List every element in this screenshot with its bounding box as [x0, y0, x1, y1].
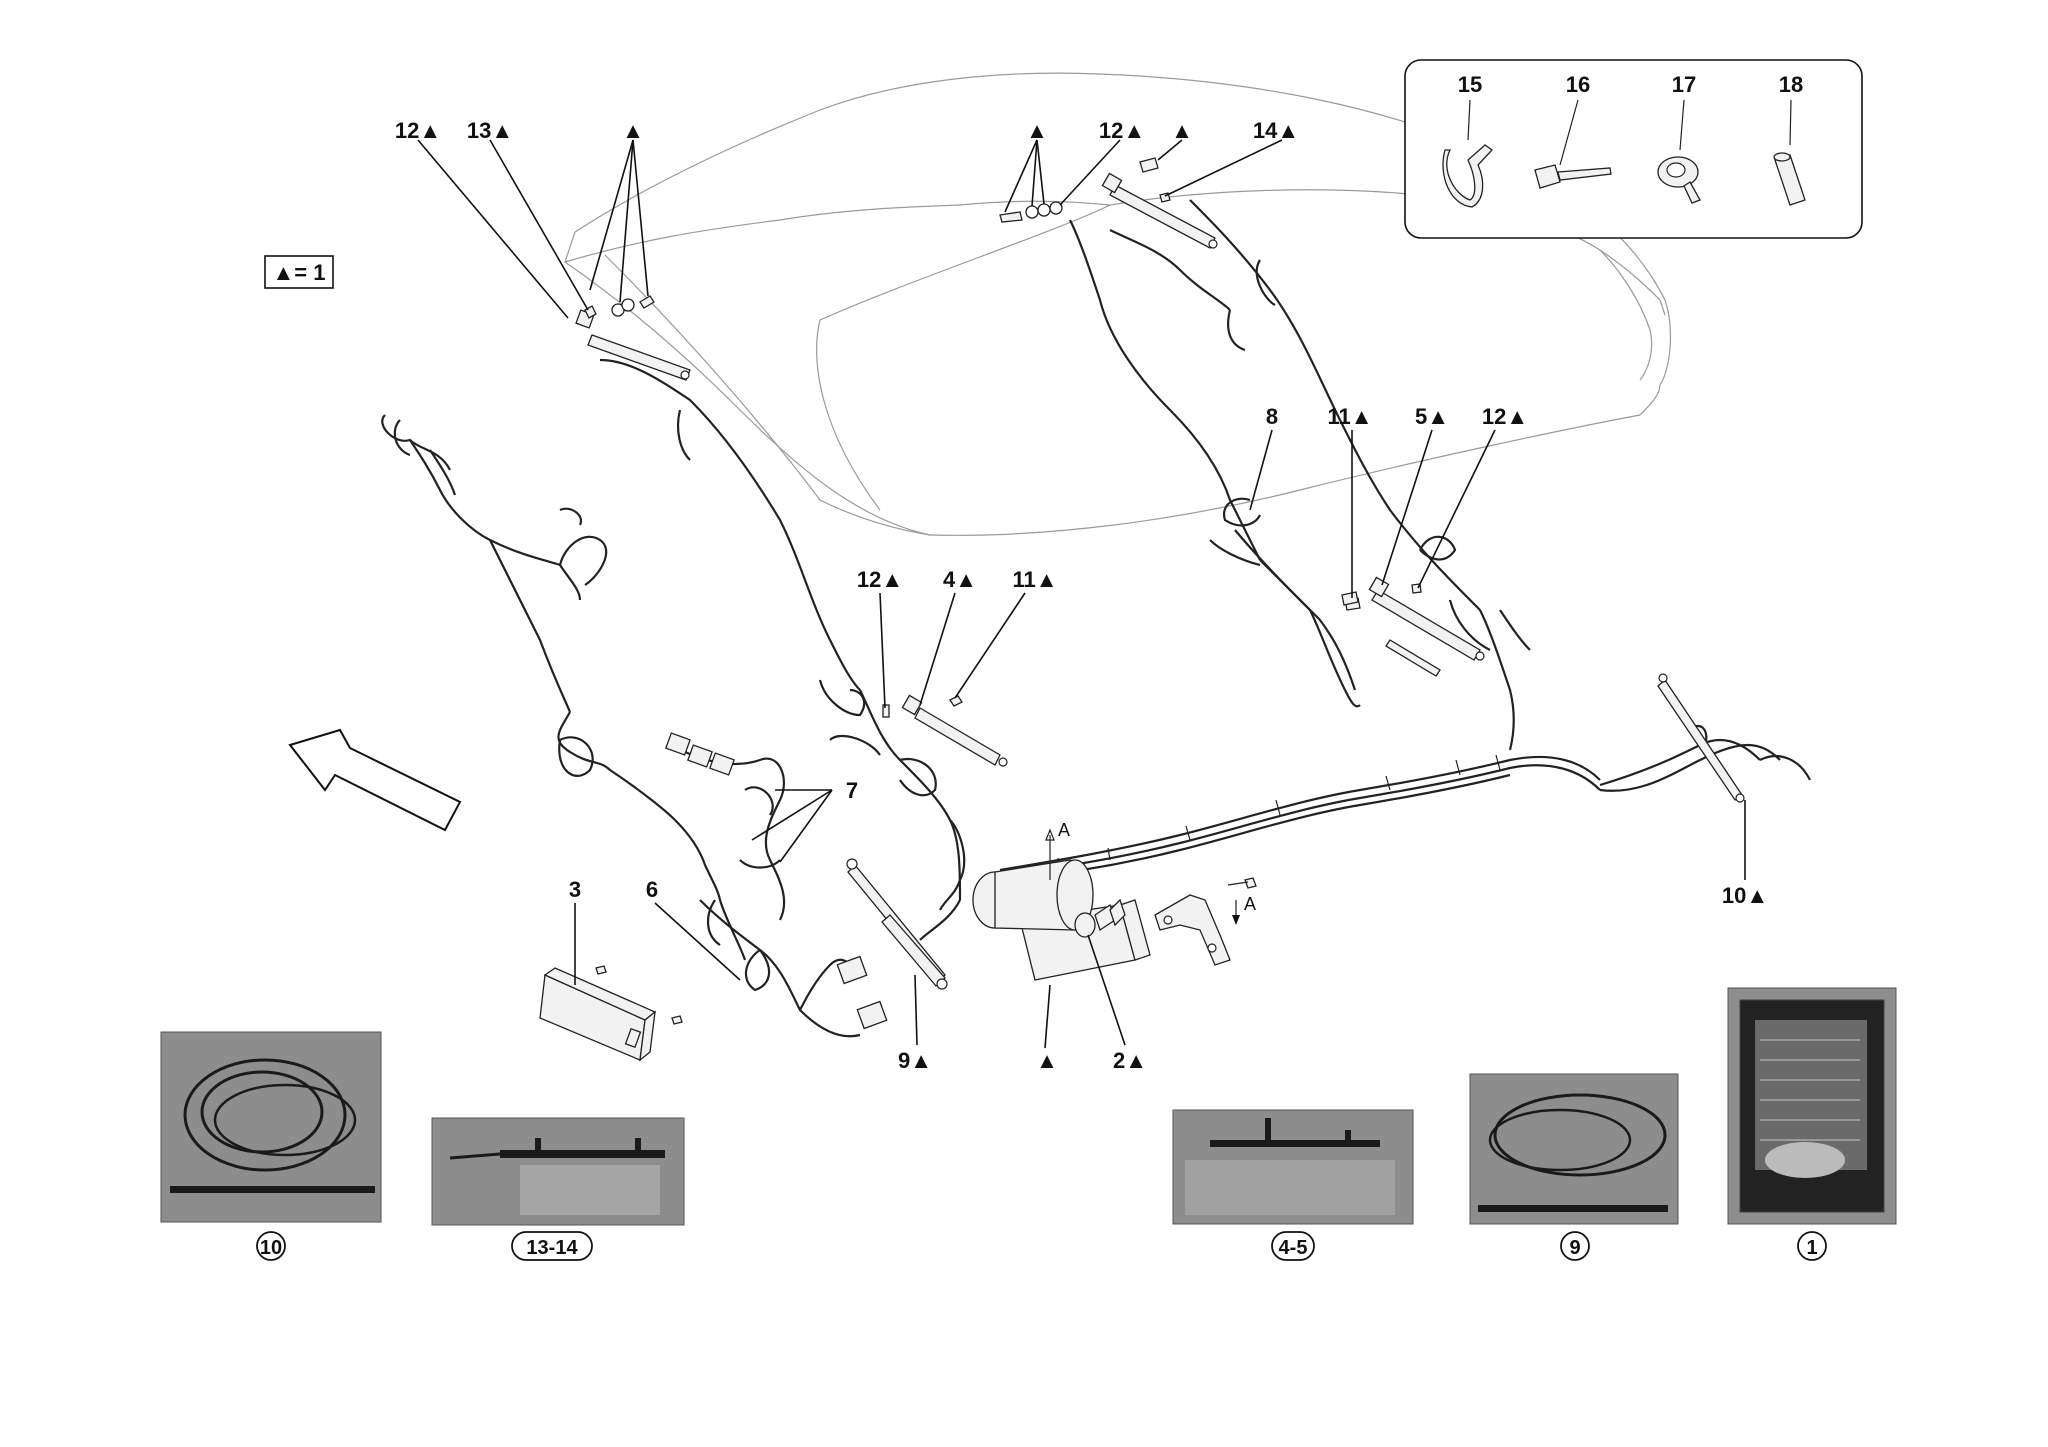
strut-9: [846, 858, 948, 990]
callout-13: 13▲: [467, 118, 513, 143]
strut-4: [882, 694, 1008, 767]
center-harness: [829, 689, 966, 941]
main-cable-run: [999, 724, 1811, 882]
kit-badge-9: [1560, 1231, 1590, 1261]
fastener-inset: 15 16 17 18: [1404, 59, 1863, 239]
callout-tri-d: ▲: [1036, 1048, 1058, 1073]
callout-9: 9▲: [898, 1048, 932, 1073]
callout-A2: A: [1244, 894, 1256, 914]
legend-box: ▲= 1: [264, 255, 334, 289]
callout-6: 6: [646, 877, 658, 902]
top-fasteners: [584, 157, 1422, 606]
callout-4: 4▲: [943, 567, 977, 592]
leader-lines: [417, 139, 1746, 1049]
inset-label-16: 16: [1566, 72, 1590, 97]
inset-label-18: 18: [1779, 72, 1803, 97]
callout-tri-a: ▲: [622, 118, 644, 143]
sleeve-icon: [1773, 152, 1806, 206]
direction-arrow-icon: [288, 728, 462, 832]
kit-label-10: 10: [260, 1237, 282, 1259]
callout-11b: 11▲: [1012, 567, 1057, 592]
callout-5: 5▲: [1415, 404, 1449, 429]
mount-bracket: [1154, 877, 1257, 966]
kit-label-1: 1: [1806, 1237, 1817, 1259]
left-wiring-harness: [381, 414, 747, 961]
callout-12d: 12▲: [857, 567, 903, 592]
callout-11a: 11▲: [1327, 404, 1372, 429]
callout-tri-c: ▲: [1171, 118, 1193, 143]
kit-label-9: 9: [1569, 1237, 1580, 1259]
left-roof-strut: [575, 309, 866, 717]
kit-photo-4-5: 4-5: [1172, 1109, 1414, 1261]
cable-tie-icon: [1442, 144, 1493, 208]
pump-motor-2: [972, 828, 1151, 981]
callout-14: 14▲: [1253, 118, 1299, 143]
callout-tri-b: ▲: [1026, 118, 1048, 143]
callout-3: 3: [569, 877, 581, 902]
kit-photo-1: 1: [1727, 987, 1897, 1261]
callout-2: 2▲: [1113, 1048, 1147, 1073]
callout-labels: 12▲ 13▲ ▲ ▲ 12▲ ▲ 14▲ 8 11▲ 5▲ 12▲ 12▲ 4…: [395, 118, 1768, 1073]
callout-12b: 12▲: [1099, 118, 1145, 143]
inset-label-17: 17: [1672, 72, 1696, 97]
kit-photo-13-14: 13-14: [431, 1117, 685, 1261]
cable-8: [1234, 529, 1361, 708]
callout-12c: 12▲: [1482, 404, 1528, 429]
inset-label-15: 15: [1458, 72, 1482, 97]
kit-badge-1: [1797, 1231, 1827, 1261]
kit-photo-10: 10: [160, 1031, 382, 1261]
callout-12a: 12▲: [395, 118, 441, 143]
kit-photo-9: 9: [1469, 1073, 1679, 1261]
clip-tie-icon: [1534, 164, 1612, 189]
control-unit-3: [539, 965, 683, 1062]
kit-badge-10: [256, 1231, 286, 1261]
kit-badge-13-14: [511, 1231, 593, 1261]
connector-harness-7: [665, 732, 888, 1038]
callout-A1: A: [1058, 820, 1070, 840]
kit-label-13-14: 13-14: [526, 1237, 578, 1259]
callout-7: 7: [846, 778, 858, 803]
kit-label-4-5: 4-5: [1279, 1237, 1308, 1259]
strut-14: [1101, 172, 1218, 249]
legend-text: ▲= 1: [273, 260, 326, 285]
right-wiring-harness: [1069, 199, 1531, 751]
strut-10: [1657, 673, 1745, 803]
callout-8: 8: [1266, 404, 1278, 429]
callout-10: 10▲: [1722, 883, 1768, 908]
kit-badge-4-5: [1271, 1231, 1315, 1261]
ring-clamp-icon: [1657, 156, 1701, 204]
